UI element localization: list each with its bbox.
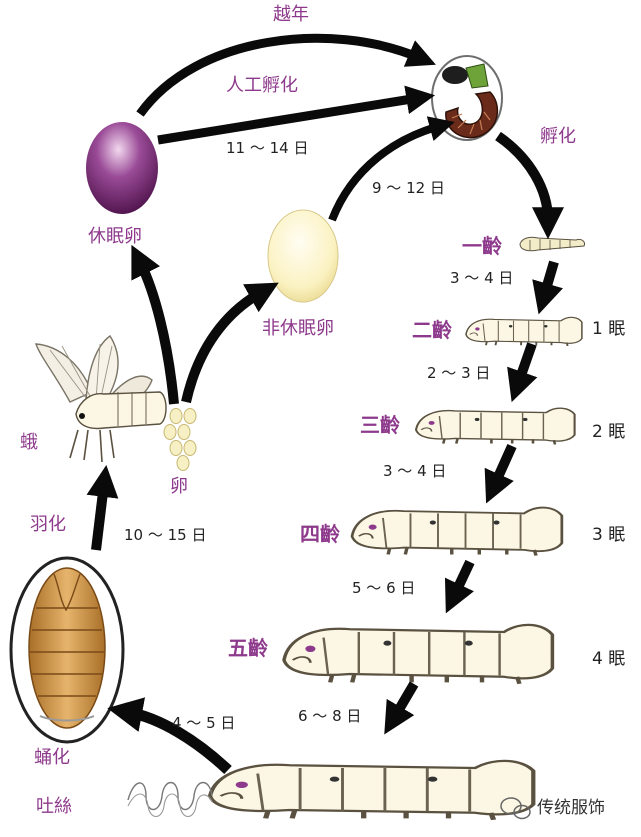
larva-instar-5 [284,625,552,684]
arrow-instar2-to-3 [507,342,538,403]
label-eggs: 卵 [170,476,188,497]
label-diapause-egg: 休眠卵 [88,226,142,247]
stage-3-sleep: 2 眠 [592,422,626,442]
arrow-hatch-to-instar1 [495,131,564,240]
stage-4-days: 5 ～ 6 日 [352,579,416,597]
arrow-instar5-to-spinning [384,681,419,735]
silk-moth [34,335,167,463]
wechat-icon [500,797,531,820]
label-artificial-hatch: 人工孵化 [226,75,298,96]
stage-2-days: 2 ～ 3 日 [427,364,491,382]
label-overwinter: 越年 [273,4,309,25]
arrow-eggs-to-nondiapause [181,282,279,404]
silk-thread [127,781,213,811]
arrow-artificial-hatch [157,85,436,145]
stage-1-days: 3 ～ 4 日 [450,269,514,287]
label-nondiapause-days: 9 ～ 12 日 [372,179,445,197]
arrow-overwinter [136,33,436,117]
larva-instar-1 [519,236,585,252]
non-diapause-egg [267,209,339,303]
larva-instar-4 [350,505,564,558]
label-artificial-hatch-days: 11 ～ 14 日 [226,139,309,157]
larva-instar-3 [414,406,576,446]
arrow-instar4-to-5 [444,559,475,614]
hatching-larva-in-egg [431,55,503,141]
arrow-nondiapause-to-hatch [328,116,455,222]
stage-4-label: 四齡 [300,522,340,546]
arrow-eggs-to-diapause [131,244,179,405]
stage-5-label: 五齡 [228,636,268,660]
watermark-text: 传统服饰 [537,798,605,818]
label-eclosion: 羽化 [30,514,66,535]
stage-3-label: 三齡 [360,413,400,437]
label-pupa-days: 10 ～ 15 日 [124,526,207,544]
label-spinning: 吐絲 [36,796,72,817]
label-nondiapause-egg: 非休眠卵 [262,318,334,339]
stage-5-sleep: 4 眠 [592,649,626,669]
stage-4-sleep: 3 眠 [592,525,626,545]
stage-2-label: 二齡 [412,318,452,342]
arrow-instar3-to-4 [484,443,517,504]
arrow-instar1-to-2 [532,260,563,315]
diapause-egg [86,122,158,214]
label-hatch: 孵化 [540,126,576,147]
egg-cluster [163,408,197,471]
label-moth: 蛾 [20,432,38,453]
stage-3-days: 3 ～ 4 日 [383,462,447,480]
label-spinning-days: 4 ～ 5 日 [172,714,236,732]
larva-instar-2 [465,316,583,347]
stage-2-sleep: 1 眠 [592,319,626,339]
label-pupation: 蛹化 [34,747,70,768]
arrow-pupa-to-moth [86,464,119,551]
stage-1-label: 一齡 [462,234,502,258]
arrow-spinning-to-pupa [107,697,232,775]
stage-5-days: 6 ～ 8 日 [298,707,362,725]
pupa-in-cocoon [9,556,125,744]
spinning-larva [210,761,533,820]
